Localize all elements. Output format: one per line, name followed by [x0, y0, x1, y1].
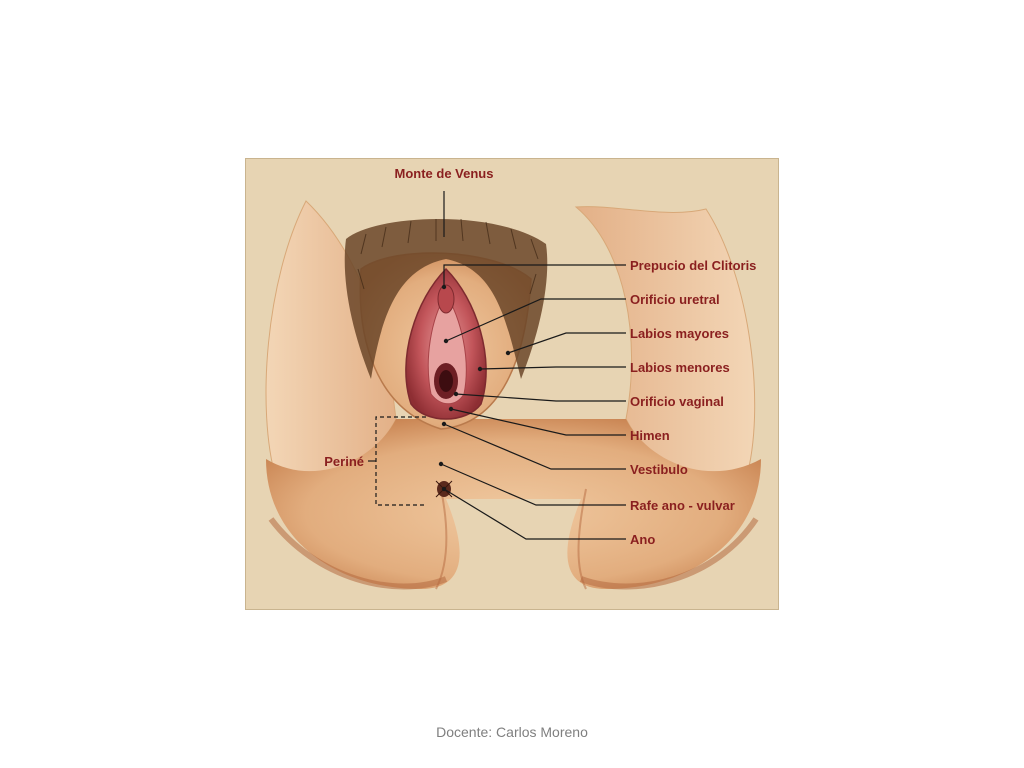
- label-prepucio: Prepucio del Clitoris: [630, 258, 756, 273]
- label-rafe: Rafe ano - vulvar: [630, 498, 735, 513]
- label-orificio-vaginal: Orificio vaginal: [630, 394, 724, 409]
- pubic-hair: [344, 219, 548, 379]
- buttocks: [266, 419, 761, 589]
- label-monte-venus: Monte de Venus: [395, 166, 494, 181]
- label-vestibulo: Vestibulo: [630, 462, 688, 477]
- footer-author: Docente: Carlos Moreno: [436, 724, 588, 740]
- anatomy-illustration: Monte de Venus Prepucio del Clitoris Ori…: [265, 166, 761, 590]
- label-himen: Himen: [630, 428, 670, 443]
- anatomy-figure: Monte de Venus Prepucio del Clitoris Ori…: [245, 158, 779, 610]
- label-labios-mayores: Labios mayores: [630, 326, 729, 341]
- clitoral-hood: [437, 284, 455, 314]
- label-perine: Periné: [324, 454, 364, 469]
- label-ano: Ano: [630, 532, 655, 547]
- label-labios-menores: Labios menores: [630, 360, 730, 375]
- label-orificio-uretral: Orificio uretral: [630, 292, 720, 307]
